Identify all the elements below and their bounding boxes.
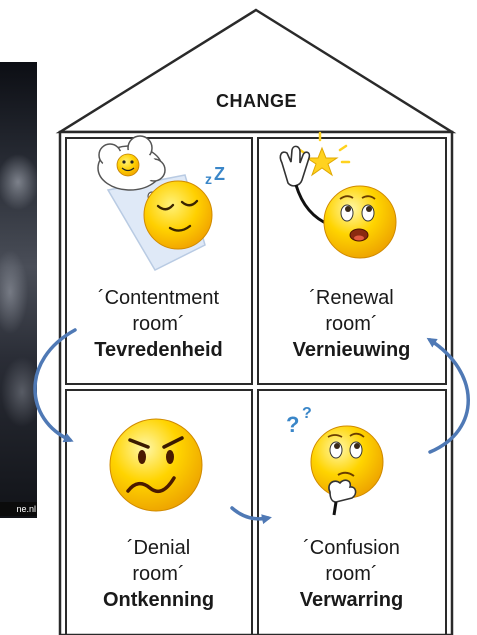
room-name-line2: room´ [325,313,378,335]
room-name-line1: ´Renewal [309,287,394,309]
room-name-line1: ´Confusion [303,537,400,559]
room-name-line2: room´ [325,563,378,585]
confused-smiley-icon: ? ? [286,405,384,516]
arrow-contentment-to-denial [33,328,77,443]
room-label-denial: ´Denial room´ Ontkenning [67,535,250,613]
room-name-line1: ´Denial [126,537,191,559]
room-dutch-name: Tevredenheid [94,339,223,361]
sleeping-smiley-icon: z Z [97,135,225,271]
room-name-line1: ´Contentment [97,287,220,309]
svg-text:z: z [205,171,212,187]
room-name-line2: room´ [132,563,185,585]
diagram-title: CHANGE [215,91,297,111]
room-box-contentment [65,137,253,385]
room-label-confusion: ´Confusion room´ Verwarring [260,535,443,613]
arrow-denial-to-confusion [230,506,272,525]
storm-photo [0,62,37,518]
room-box-denial [65,389,253,635]
waving-smiley-icon [279,131,397,259]
room-box-confusion [257,389,447,635]
room-name-line2: room´ [132,313,185,335]
arrow-confusion-to-renewal [426,337,470,454]
frowning-smiley-icon [109,418,203,512]
photo-watermark: ne.nl [0,502,37,516]
room-label-contentment: ´Contentment room´ Tevredenheid [67,285,250,363]
room-dutch-name: Verwarring [299,589,404,611]
room-box-renewal [257,137,447,385]
room-dutch-name: Vernieuwing [292,339,411,361]
room-label-renewal: ´Renewal room´ Vernieuwing [260,285,443,363]
svg-text:Z: Z [214,164,225,184]
house-roof [55,8,457,134]
room-dutch-name: Ontkenning [102,589,215,611]
svg-text:?: ? [302,405,312,422]
svg-text:?: ? [286,412,299,437]
